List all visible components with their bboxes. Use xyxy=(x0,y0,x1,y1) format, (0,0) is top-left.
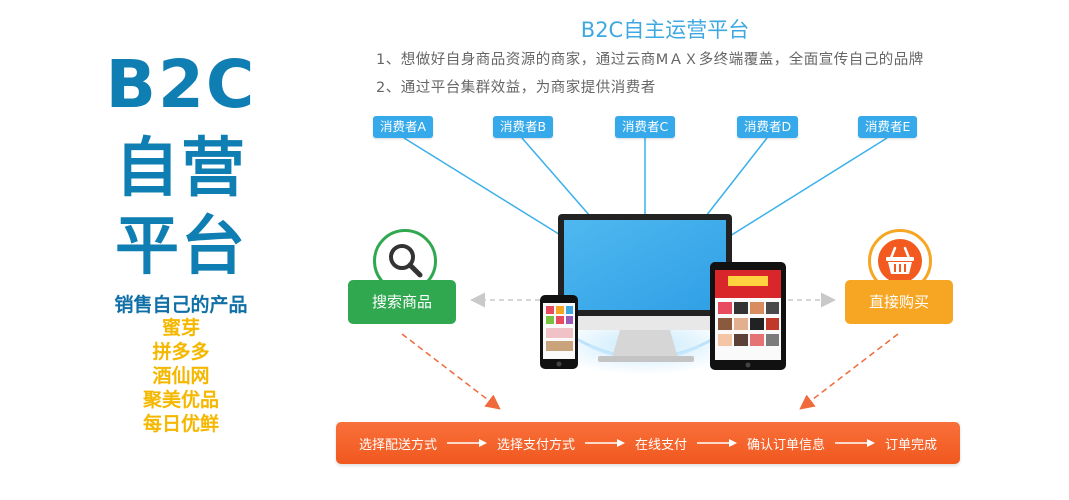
arrow-right-icon xyxy=(584,439,625,447)
consumer-tag-b: 消费者B xyxy=(493,116,554,138)
order-flow-bar: 选择配送方式 选择支付方式 在线支付 确认订单信息 订单完成 xyxy=(336,422,960,464)
flow-step: 确认订单信息 xyxy=(747,437,826,453)
smartphone-icon xyxy=(540,295,578,369)
title-line-b2c: B2C xyxy=(105,46,257,123)
tablet-icon xyxy=(710,262,786,370)
arrow-right-icon xyxy=(835,439,876,447)
flow-step: 在线支付 xyxy=(634,437,687,453)
consumer-tag-a: 消费者A xyxy=(373,116,434,138)
desktop-monitor-icon xyxy=(558,214,732,362)
description-point-2: 2、通过平台集群效益，为商家提供消费者 xyxy=(376,80,656,96)
diagram-title: B2C自主运营平台 xyxy=(580,18,750,42)
brand-item: 蜜芽 xyxy=(161,317,200,339)
arrow-right-icon xyxy=(697,439,737,447)
consumer-connection-lines xyxy=(403,137,888,237)
magnifier-icon xyxy=(389,244,423,278)
arrow-right-icon xyxy=(446,439,487,447)
flow-step: 选择配送方式 xyxy=(358,437,437,453)
title-line-self-operated: 自营 xyxy=(115,132,247,206)
title-line-platform: 平台 xyxy=(115,210,247,284)
brand-item: 拼多多 xyxy=(152,341,210,363)
description-point-1: 1、想做好自身商品资源的商家，通过云商MＡＸ多终端覆盖，全面宣传自己的品牌 xyxy=(376,52,924,68)
flow-step: 选择支付方式 xyxy=(496,437,575,453)
flow-step: 订单完成 xyxy=(885,437,938,453)
brand-item: 聚美优品 xyxy=(142,389,219,411)
search-products-button[interactable]: 搜索商品 xyxy=(348,280,456,324)
consumer-tag-e: 消费者E xyxy=(858,116,918,138)
subtitle: 销售自己的产品 xyxy=(114,294,248,316)
buy-directly-button[interactable]: 直接购买 xyxy=(845,280,953,324)
consumer-tag-d: 消费者D xyxy=(737,116,799,138)
brand-item: 每日优鲜 xyxy=(142,413,219,435)
consumer-tag-c: 消费者C xyxy=(615,116,676,138)
basket-icon xyxy=(878,239,922,283)
arrow-search-to-flow xyxy=(401,333,501,410)
arrow-buy-to-flow xyxy=(799,333,899,410)
brand-item: 酒仙网 xyxy=(152,365,210,387)
